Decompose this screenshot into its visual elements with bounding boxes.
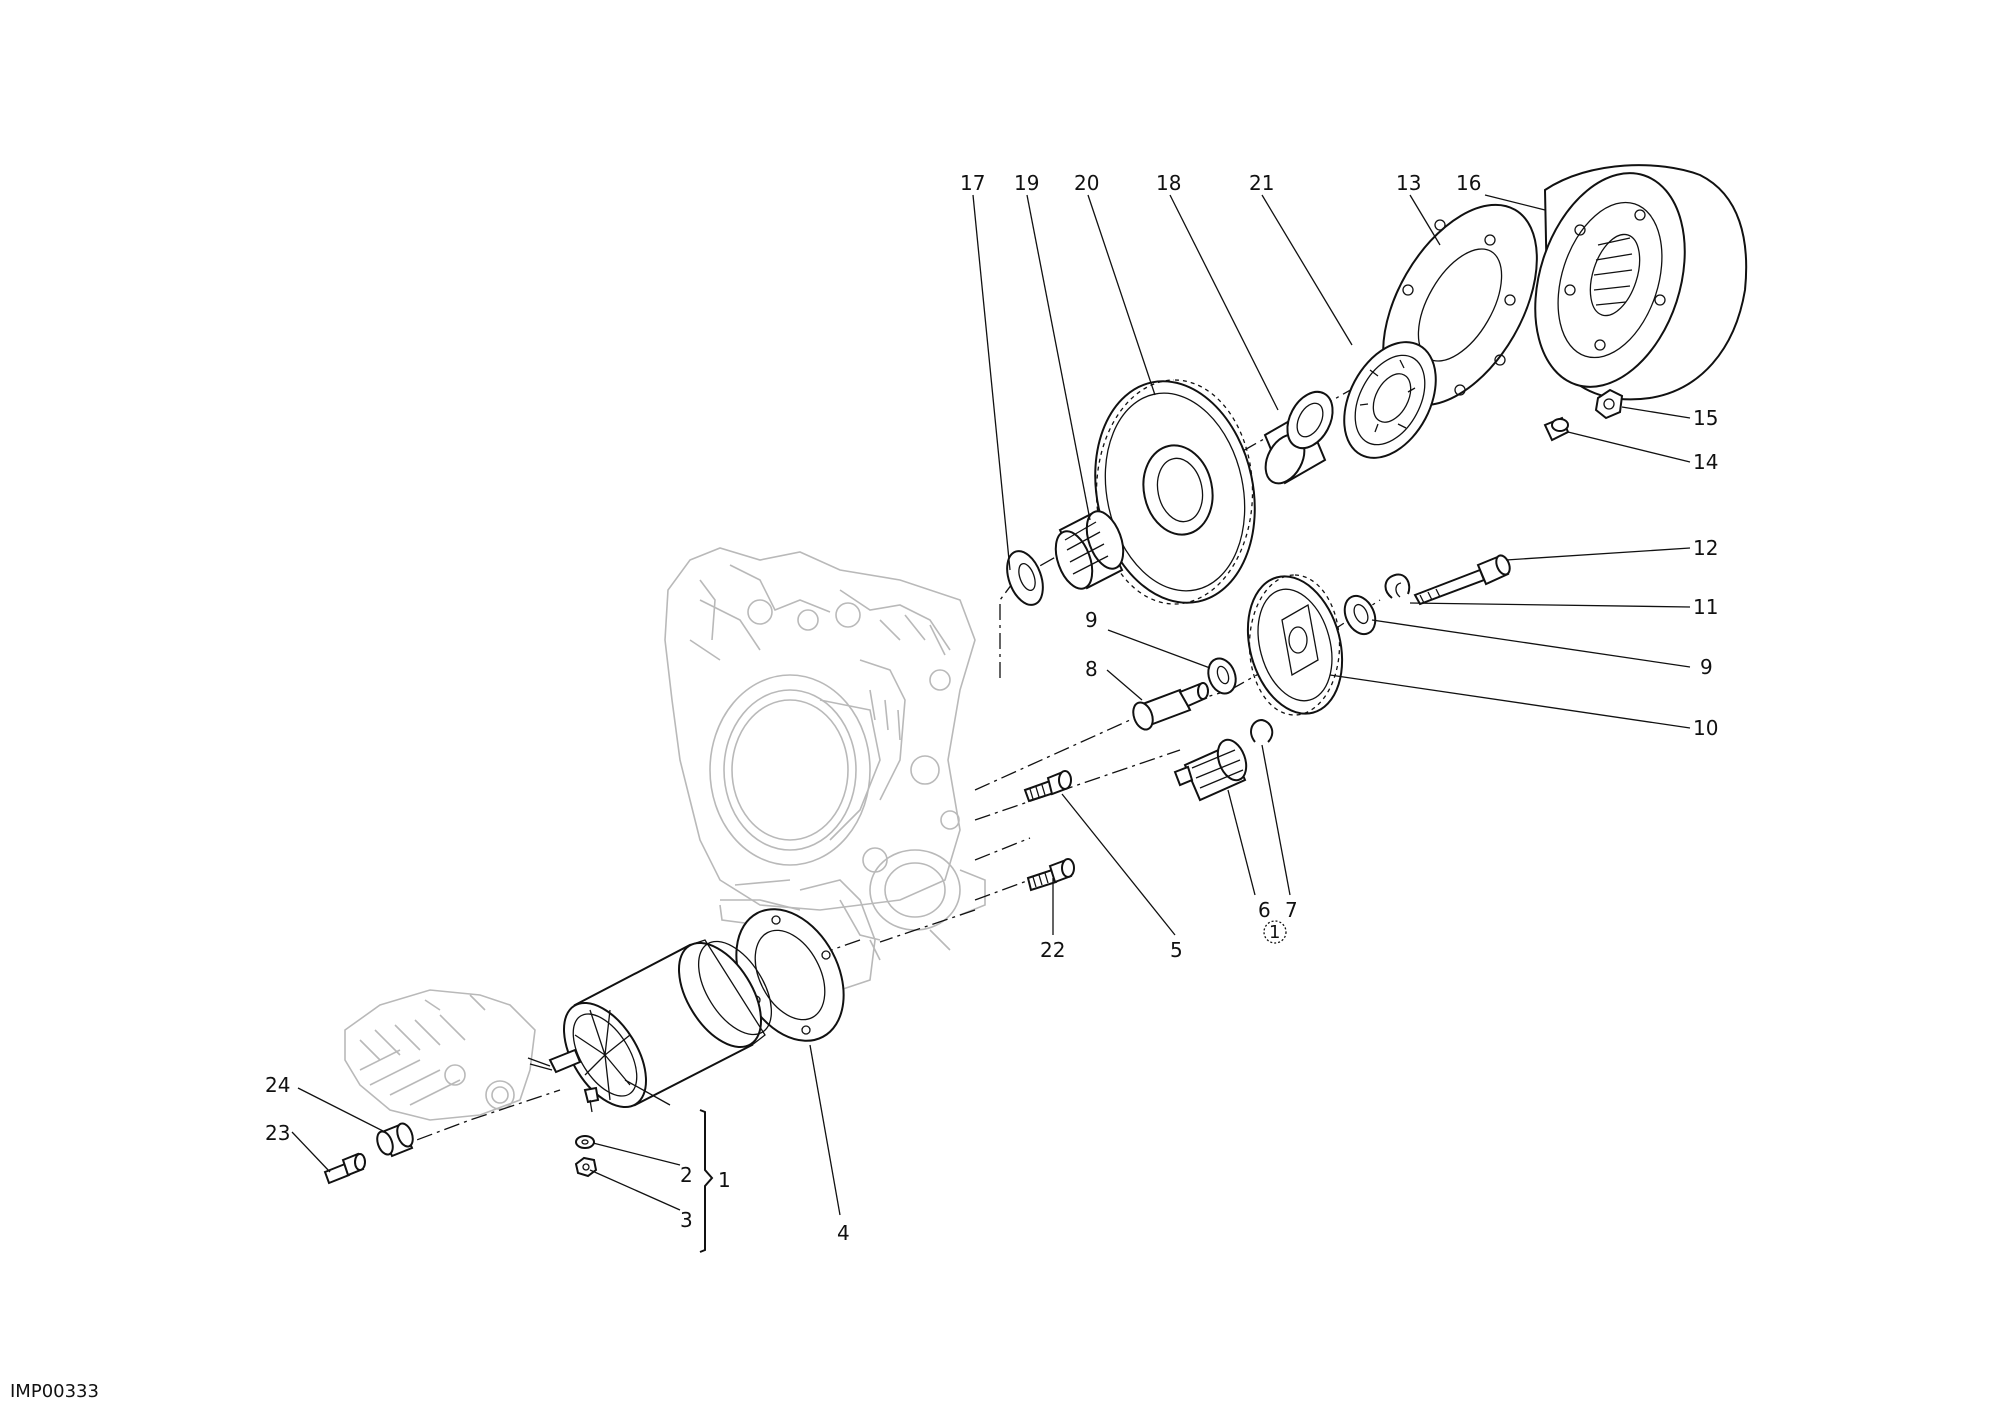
starter-pinion	[1173, 738, 1248, 802]
callout-10: 10	[1693, 716, 1718, 740]
callout-9-left: 9	[1085, 608, 1098, 632]
lower-housing-outline	[734, 879, 876, 991]
callout-19: 19	[1014, 171, 1039, 195]
long-bolt	[1413, 554, 1511, 606]
mount-bracket-outline	[344, 989, 536, 1121]
callout-15: 15	[1693, 406, 1718, 430]
bushing-sleeve	[1263, 390, 1334, 485]
callout-14: 14	[1693, 450, 1718, 474]
cap-screw-lower	[1026, 858, 1075, 892]
callout-18: 18	[1156, 171, 1181, 195]
note-marker: 1	[1263, 920, 1287, 944]
callout-11: 11	[1693, 595, 1718, 619]
leader-lines	[291, 194, 1691, 1216]
freewheel-sprag	[1343, 341, 1437, 459]
callout-1: 1	[718, 1168, 731, 1192]
callout-3: 3	[680, 1208, 693, 1232]
reduction-gear	[1246, 574, 1344, 716]
callout-17: 17	[960, 171, 985, 195]
callout-12: 12	[1693, 536, 1718, 560]
callout-7: 7	[1285, 898, 1298, 922]
assembly-brace	[699, 1109, 714, 1253]
callout-22: 22	[1040, 938, 1065, 962]
mount-bolt	[323, 1152, 366, 1185]
crankcase-outline	[664, 547, 986, 961]
callout-2: 2	[680, 1163, 693, 1187]
callout-4: 4	[837, 1221, 850, 1245]
idler-gear	[1094, 379, 1256, 605]
spacer-washer-left	[1207, 657, 1237, 695]
note-marker-label: 1	[1269, 922, 1280, 943]
terminal-nut	[574, 1156, 598, 1178]
hex-nut-small	[1594, 388, 1624, 420]
callout-13: 13	[1396, 171, 1421, 195]
starter-motor	[527, 939, 773, 1113]
dowel-pin	[1543, 416, 1570, 442]
callout-20: 20	[1074, 171, 1099, 195]
callout-23: 23	[265, 1121, 290, 1145]
callout-16: 16	[1456, 171, 1481, 195]
circlip-lower	[1250, 718, 1274, 743]
callout-24: 24	[265, 1073, 290, 1097]
terminal-washer	[575, 1135, 595, 1149]
callout-9-right: 9	[1700, 655, 1713, 679]
circlip-upper	[1384, 573, 1411, 599]
thrust-washer	[1006, 550, 1044, 606]
callout-8: 8	[1085, 657, 1098, 681]
spacer-washer-right	[1343, 594, 1377, 636]
callout-21: 21	[1249, 171, 1274, 195]
needle-bearing	[1054, 510, 1125, 590]
cap-screw-upper	[1023, 770, 1072, 803]
mount-spacer	[376, 1122, 414, 1158]
flywheel-drum	[1534, 164, 1748, 401]
callout-5: 5	[1170, 938, 1183, 962]
stepped-shaft	[1132, 682, 1209, 731]
callout-6: 6	[1258, 898, 1271, 922]
drawing-code: IMP00333	[10, 1381, 99, 1402]
callout-labels: 17 19 20 18 21 13 16 15 14 12 11 9 10 9 …	[265, 171, 1718, 1245]
